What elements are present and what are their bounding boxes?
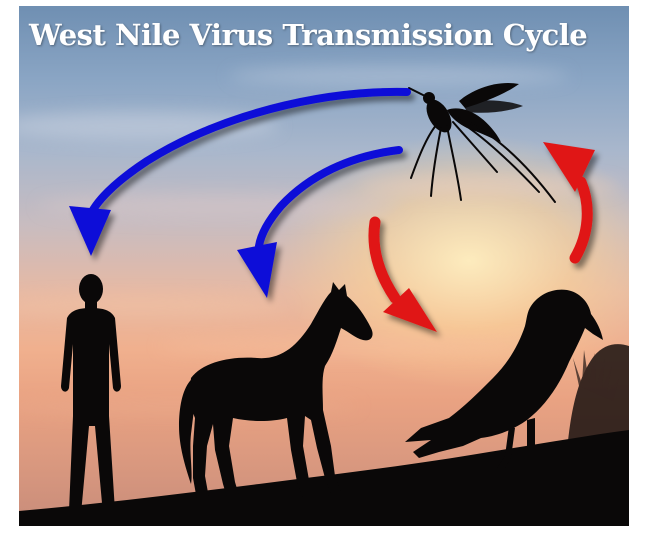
mosquito-icon bbox=[409, 83, 555, 202]
diagram-scene: West Nile Virus Transmission Cycle bbox=[19, 6, 629, 526]
arrow-bird-to-mosquito bbox=[543, 142, 595, 258]
arrow-mosquito-to-bird bbox=[374, 222, 437, 332]
arrow-mosquito-to-human bbox=[69, 92, 407, 256]
horse-icon bbox=[179, 282, 373, 504]
human-icon bbox=[61, 274, 121, 514]
transmission-cycle-art bbox=[19, 6, 629, 526]
